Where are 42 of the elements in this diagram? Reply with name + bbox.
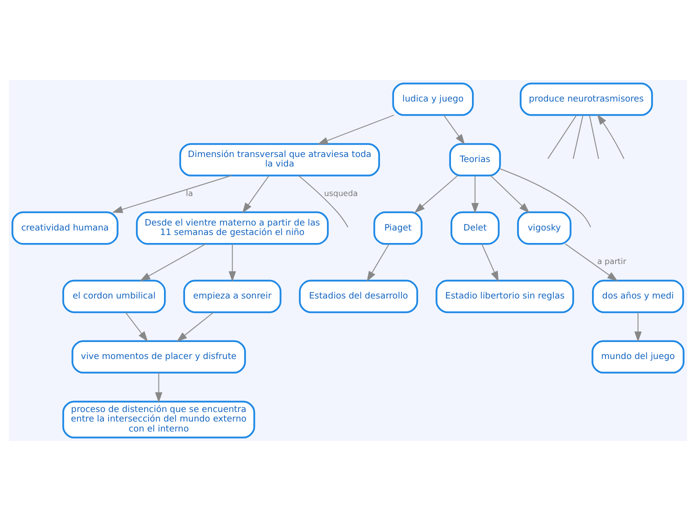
edge-label: a partir [597,256,626,266]
arrow [366,243,390,282]
node-box: Teorias [449,142,501,176]
arrow [176,311,214,342]
node-box: Estadios del desarrollo [298,279,418,313]
connector [572,114,584,159]
arrow [317,114,394,144]
arrow [140,242,206,281]
arrow [414,174,458,213]
node-box: ludica y juego [392,82,474,116]
node-box: Estadio libertorio sin reglas [436,279,574,313]
node-box: creatividad humana [12,210,118,244]
edge-label: usqueda [324,188,358,198]
node-box: dos años y medi [592,279,684,313]
arrow [481,243,499,282]
connector [547,114,577,159]
arrow [242,174,270,213]
arrow [443,114,465,144]
connector [500,168,592,228]
arrow [634,311,642,342]
node-box: mundo del juego [592,340,684,374]
node-box: Desde el vientre materno a partir de las 11 semanas de gestación el niño [136,210,329,244]
arrow [112,174,232,212]
connector [589,114,600,159]
node-box: produce neurotrasmisores [520,82,653,116]
arrow [597,114,624,159]
node-box: empieza a sonreir [183,279,282,313]
edge-label: la [186,188,193,198]
arrow [564,242,618,281]
node-box: proceso de distención que se encuentra entre la intersección del mundo externo con el interno [62,400,256,438]
arrow [471,174,479,213]
arrow [490,174,530,213]
arrow [155,372,162,402]
arrow [125,311,148,342]
node-box: Dimensión transversal que atraviesa toda la vida [179,142,380,176]
node-box: Delet [450,210,500,244]
arrow [228,243,236,282]
node-box: vive momentos de placer y disfrute [72,340,246,374]
node-box: el cordon umbilical [62,279,166,313]
connector [298,174,348,228]
node-box: vigosky [517,210,572,244]
node-box: Piaget [373,210,422,244]
